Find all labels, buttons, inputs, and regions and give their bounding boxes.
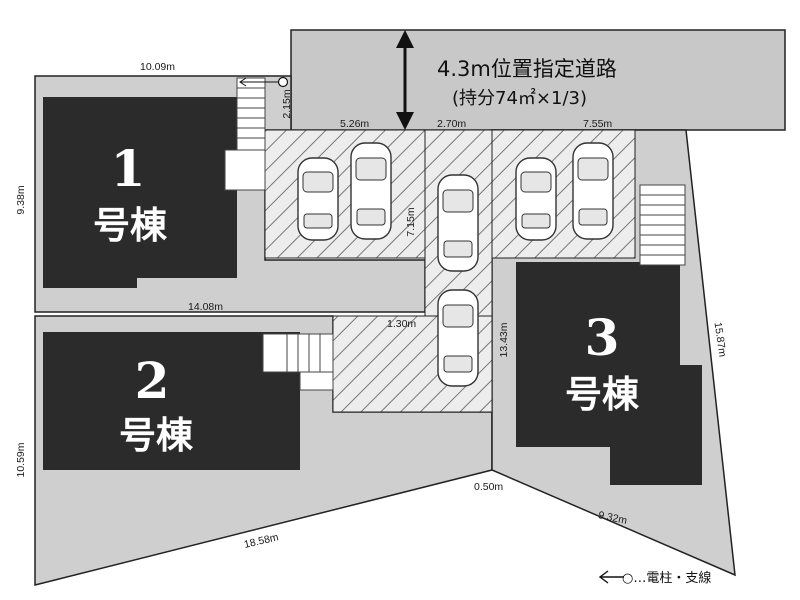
dim-parking-a: 5.26m: [340, 118, 369, 130]
road-width-arrow: [396, 30, 414, 130]
stairs-3: [639, 184, 686, 266]
car-1: [297, 157, 339, 241]
dim-parking-b: 2.70m: [437, 118, 466, 130]
dim-driveway-width: 1.30m: [387, 318, 416, 330]
dim-lot3-bottom: 9.32m: [597, 509, 628, 527]
dim-lot1-bottom: 14.08m: [188, 301, 223, 313]
dim-corner: 0.50m: [474, 481, 503, 493]
car-4: [437, 289, 479, 387]
building-3-label: 号棟: [565, 372, 640, 416]
dim-road-gap: 2.15m: [281, 89, 293, 118]
dim-lot3-right: 15.87m: [712, 321, 729, 358]
legend-text: ○…電柱・支線: [622, 570, 711, 586]
car-3: [437, 174, 479, 272]
dim-lot3-left: 13.43m: [498, 322, 510, 357]
dim-top-lot1: 10.09m: [140, 61, 175, 73]
dim-lot2-bottom: 18.58m: [243, 531, 280, 551]
utility-pole-icon: [239, 76, 289, 88]
dim-left-lot2: 10.59m: [15, 442, 27, 477]
building-1-number: 1: [111, 139, 146, 198]
car-6: [572, 142, 614, 240]
porch-1: [224, 149, 266, 191]
stairs-2: [262, 333, 334, 391]
road-share: (持分74㎡×1/3): [452, 87, 587, 109]
building-1: [43, 97, 237, 288]
car-2: [350, 142, 392, 240]
building-2-label: 号棟: [119, 413, 194, 457]
building-2-number: 2: [135, 351, 170, 410]
dim-driveway-depth: 7.15m: [405, 207, 417, 236]
dim-left-lot1: 9.38m: [15, 185, 27, 214]
building-1-label: 号棟: [93, 203, 168, 247]
parking-lot1: [264, 129, 426, 259]
building-3-number: 3: [585, 308, 620, 367]
utility-pole-legend-icon: [598, 570, 624, 584]
stairs-1: [236, 77, 266, 151]
road-title: 4.3m位置指定道路: [437, 57, 617, 81]
legend: ○…電柱・支線: [598, 570, 711, 586]
building-2: [43, 332, 300, 470]
building-3: [516, 262, 702, 485]
dim-parking-c: 7.55m: [583, 118, 612, 130]
road-area: [290, 29, 786, 131]
car-5: [515, 157, 557, 241]
